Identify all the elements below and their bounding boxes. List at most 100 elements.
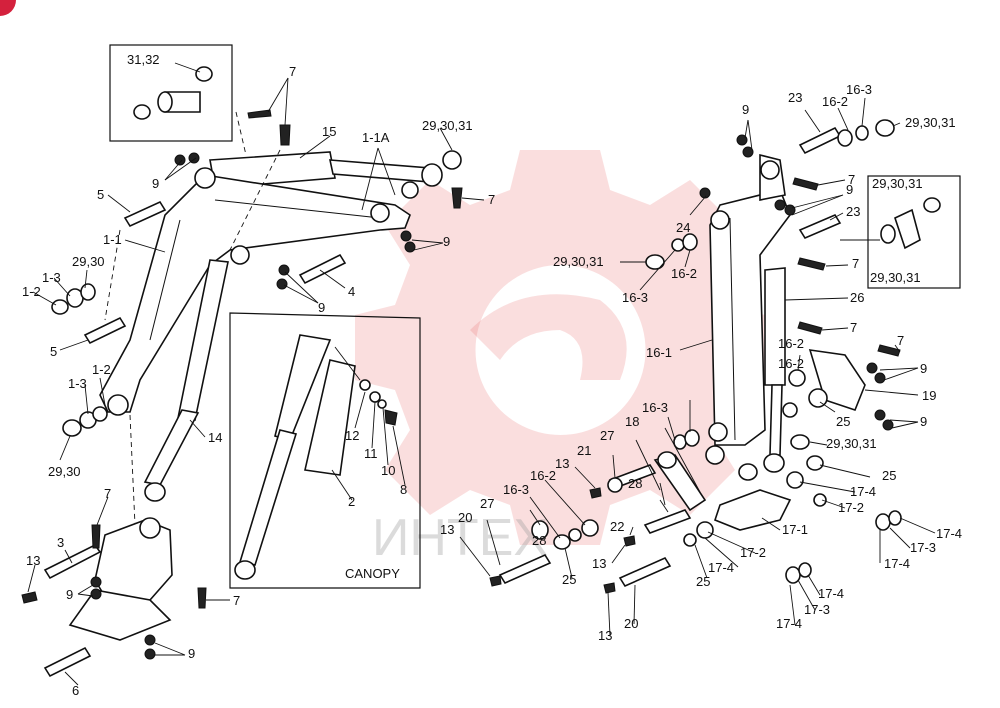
part-label: 16-3	[642, 400, 668, 415]
part-label: 13	[440, 522, 454, 537]
part-label: 16-3	[846, 82, 872, 97]
part-label: 17-4	[818, 586, 844, 601]
part-label: 1-3	[42, 270, 61, 285]
part-label: 9	[920, 361, 927, 376]
corner-badge	[0, 0, 16, 16]
part-label: 7	[850, 320, 857, 335]
part-label: 5	[97, 187, 104, 202]
part-label: 29,30,31	[872, 176, 923, 191]
part-label: 24	[676, 220, 690, 235]
part-label: 28	[532, 533, 546, 548]
part-label: 8	[400, 482, 407, 497]
part-label: 9	[66, 587, 73, 602]
watermark-logo	[355, 150, 765, 545]
part-label: 25	[882, 468, 896, 483]
part-label: 29,30,31	[422, 118, 473, 133]
part-label: 29,30,31	[870, 270, 921, 285]
part-label: 7	[488, 192, 495, 207]
part-label: 18	[625, 414, 639, 429]
part-label: 20	[458, 510, 472, 525]
part-label: 1-3	[68, 376, 87, 391]
part-label: 3	[57, 535, 64, 550]
part-label: 9	[188, 646, 195, 661]
part-label: 16-1	[646, 345, 672, 360]
part-label: 13	[26, 553, 40, 568]
part-label: 13	[592, 556, 606, 571]
part-label: 7	[104, 486, 111, 501]
part-label: 28	[628, 476, 642, 491]
part-label: 16-2	[822, 94, 848, 109]
part-label: 7	[897, 333, 904, 348]
part-label: 29,30	[48, 464, 81, 479]
part-label: 9	[920, 414, 927, 429]
part-label: 17-4	[936, 526, 962, 541]
part-label: 9	[318, 300, 325, 315]
part-label: 25	[562, 572, 576, 587]
boom-assembly	[51, 44, 463, 526]
part-label: 7	[852, 256, 859, 271]
part-label: 4	[348, 284, 355, 299]
part-label: 7	[233, 593, 240, 608]
part-label: 16-2	[778, 356, 804, 371]
part-label: 23	[788, 90, 802, 105]
part-label: 20	[624, 616, 638, 631]
part-label: 14	[208, 430, 222, 445]
part-label: 29,30,31	[905, 115, 956, 130]
part-label: 19	[922, 388, 936, 403]
part-label: 11	[364, 446, 378, 461]
part-label: 21	[577, 443, 591, 458]
part-label: 17-1	[782, 522, 808, 537]
part-label: 17-4	[850, 484, 876, 499]
part-label: 17-3	[910, 540, 936, 555]
part-label: 10	[381, 463, 395, 478]
part-label: 1-2	[22, 284, 41, 299]
part-label: 9	[846, 182, 853, 197]
part-label: 16-3	[622, 290, 648, 305]
part-label: 17-4	[884, 556, 910, 571]
part-label: 17-3	[804, 602, 830, 617]
part-label: 27	[600, 428, 614, 443]
part-label: 1-2	[92, 362, 111, 377]
part-label: 29,30	[72, 254, 105, 269]
watermark-text: ИНТЕХ	[372, 509, 548, 567]
part-label: 25	[836, 414, 850, 429]
part-label: 9	[152, 176, 159, 191]
part-label: 23	[846, 204, 860, 219]
inset-box-arm-bushing	[867, 175, 961, 289]
part-label: 5	[50, 344, 57, 359]
part-label: 29,30,31	[553, 254, 604, 269]
part-label: 9	[742, 102, 749, 117]
part-label: 27	[480, 496, 494, 511]
part-label: 16-2	[671, 266, 697, 281]
part-label: 26	[850, 290, 864, 305]
part-label: 13	[598, 628, 612, 643]
part-label: 9	[443, 234, 450, 249]
part-label: 2	[348, 494, 355, 509]
part-label: 15	[322, 124, 336, 139]
canopy-inset	[229, 312, 421, 589]
part-label: 17-4	[708, 560, 734, 575]
part-label: 16-3	[503, 482, 529, 497]
part-label: CANOPY	[345, 566, 400, 581]
part-label: 17-4	[776, 616, 802, 631]
part-label: 16-2	[778, 336, 804, 351]
part-label: 7	[289, 64, 296, 79]
leader-lines	[27, 77, 936, 686]
part-label: 25	[696, 574, 710, 589]
arm-assembly	[489, 119, 961, 594]
part-label: 22	[610, 519, 624, 534]
part-label: 1-1A	[362, 130, 390, 145]
part-label: 17-2	[838, 500, 864, 515]
part-label: 31,32	[127, 52, 160, 67]
part-label: 12	[345, 428, 359, 443]
inset-box-cylinder-bushing	[109, 44, 233, 142]
part-label: 1-1	[103, 232, 122, 247]
part-label: 17-2	[740, 545, 766, 560]
swing-bracket	[21, 517, 207, 678]
part-label: 16-2	[530, 468, 556, 483]
part-label: 7	[848, 172, 855, 187]
part-label: 29,30,31	[826, 436, 877, 451]
part-label: 13	[555, 456, 569, 471]
